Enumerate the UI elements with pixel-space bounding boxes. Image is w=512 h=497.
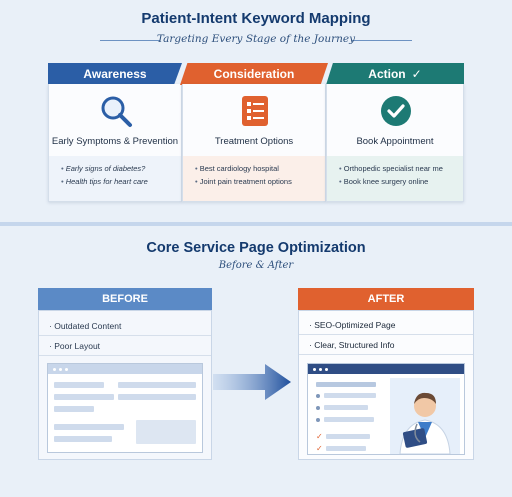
awareness-header: Awareness <box>48 63 182 85</box>
optimized-page-mockup: ✓ ✓ <box>307 363 465 455</box>
subtitle-rule-right <box>352 40 412 41</box>
consideration-heading: Treatment Options <box>214 136 294 147</box>
awareness-keyword: Early signs of diabetes? <box>61 162 173 175</box>
before-panel: Outdated Content Poor Layout <box>38 310 212 460</box>
action-keyword: Orthopedic specialist near me <box>339 162 455 175</box>
consideration-header: Consideration <box>180 63 328 85</box>
mapping-title: Patient-Intent Keyword Mapping <box>141 10 371 27</box>
awareness-label: Awareness <box>83 67 147 81</box>
consideration-keyword: Best cardiology hospital <box>195 162 317 175</box>
subtitle-rule-left <box>100 40 160 41</box>
outdated-page-mockup <box>47 363 203 453</box>
consideration-label: Consideration <box>213 67 295 81</box>
before-point: Poor Layout <box>39 336 211 356</box>
magnifier-icon <box>101 96 132 127</box>
action-card: Book Appointment Orthopedic specialist n… <box>326 84 464 202</box>
before-header: BEFORE <box>38 288 212 310</box>
action-heading: Book Appointment <box>356 136 434 147</box>
section-divider <box>0 222 512 226</box>
action-keyword: Book knee surgery online <box>339 175 455 188</box>
before-label: BEFORE <box>102 293 148 305</box>
consideration-keyword: Joint pain treatment options <box>195 175 317 188</box>
check-icon: ✓ <box>316 432 323 441</box>
optimization-title: Core Service Page Optimization <box>146 240 366 256</box>
optimization-subtitle: Before & After <box>218 260 294 271</box>
before-point: Outdated Content <box>39 316 211 336</box>
after-point: SEO-Optimized Page <box>299 315 473 335</box>
awareness-heading: Early Symptoms & Prevention <box>51 136 179 147</box>
browser-toolbar <box>308 364 464 374</box>
browser-toolbar <box>48 364 202 374</box>
action-keywords: Orthopedic specialist near me Book knee … <box>327 156 463 201</box>
awareness-card: Early Symptoms & Prevention Early signs … <box>48 84 182 202</box>
checkmark-circle-icon <box>381 96 411 126</box>
after-label: AFTER <box>367 293 405 305</box>
after-header: AFTER <box>298 288 474 310</box>
doctor-illustration <box>390 378 460 454</box>
arrow-right-icon <box>213 364 291 400</box>
consideration-card: Treatment Options Best cardiology hospit… <box>182 84 326 202</box>
awareness-keywords: Early signs of diabetes? Health tips for… <box>49 156 181 201</box>
action-label: Action <box>368 67 406 81</box>
mapping-subtitle: Targeting Every Stage of the Journey <box>156 33 356 45</box>
consideration-keywords: Best cardiology hospital Joint pain trea… <box>183 156 325 201</box>
check-icon: ✓ <box>316 444 323 453</box>
action-header: Action ✓ <box>326 63 464 85</box>
after-panel: SEO-Optimized Page Clear, Structured Inf… <box>298 310 474 460</box>
after-point: Clear, Structured Info <box>299 335 473 355</box>
awareness-keyword: Health tips for heart care <box>61 175 173 188</box>
checkmark-icon: ✓ <box>411 67 422 81</box>
checklist-icon <box>242 96 268 126</box>
